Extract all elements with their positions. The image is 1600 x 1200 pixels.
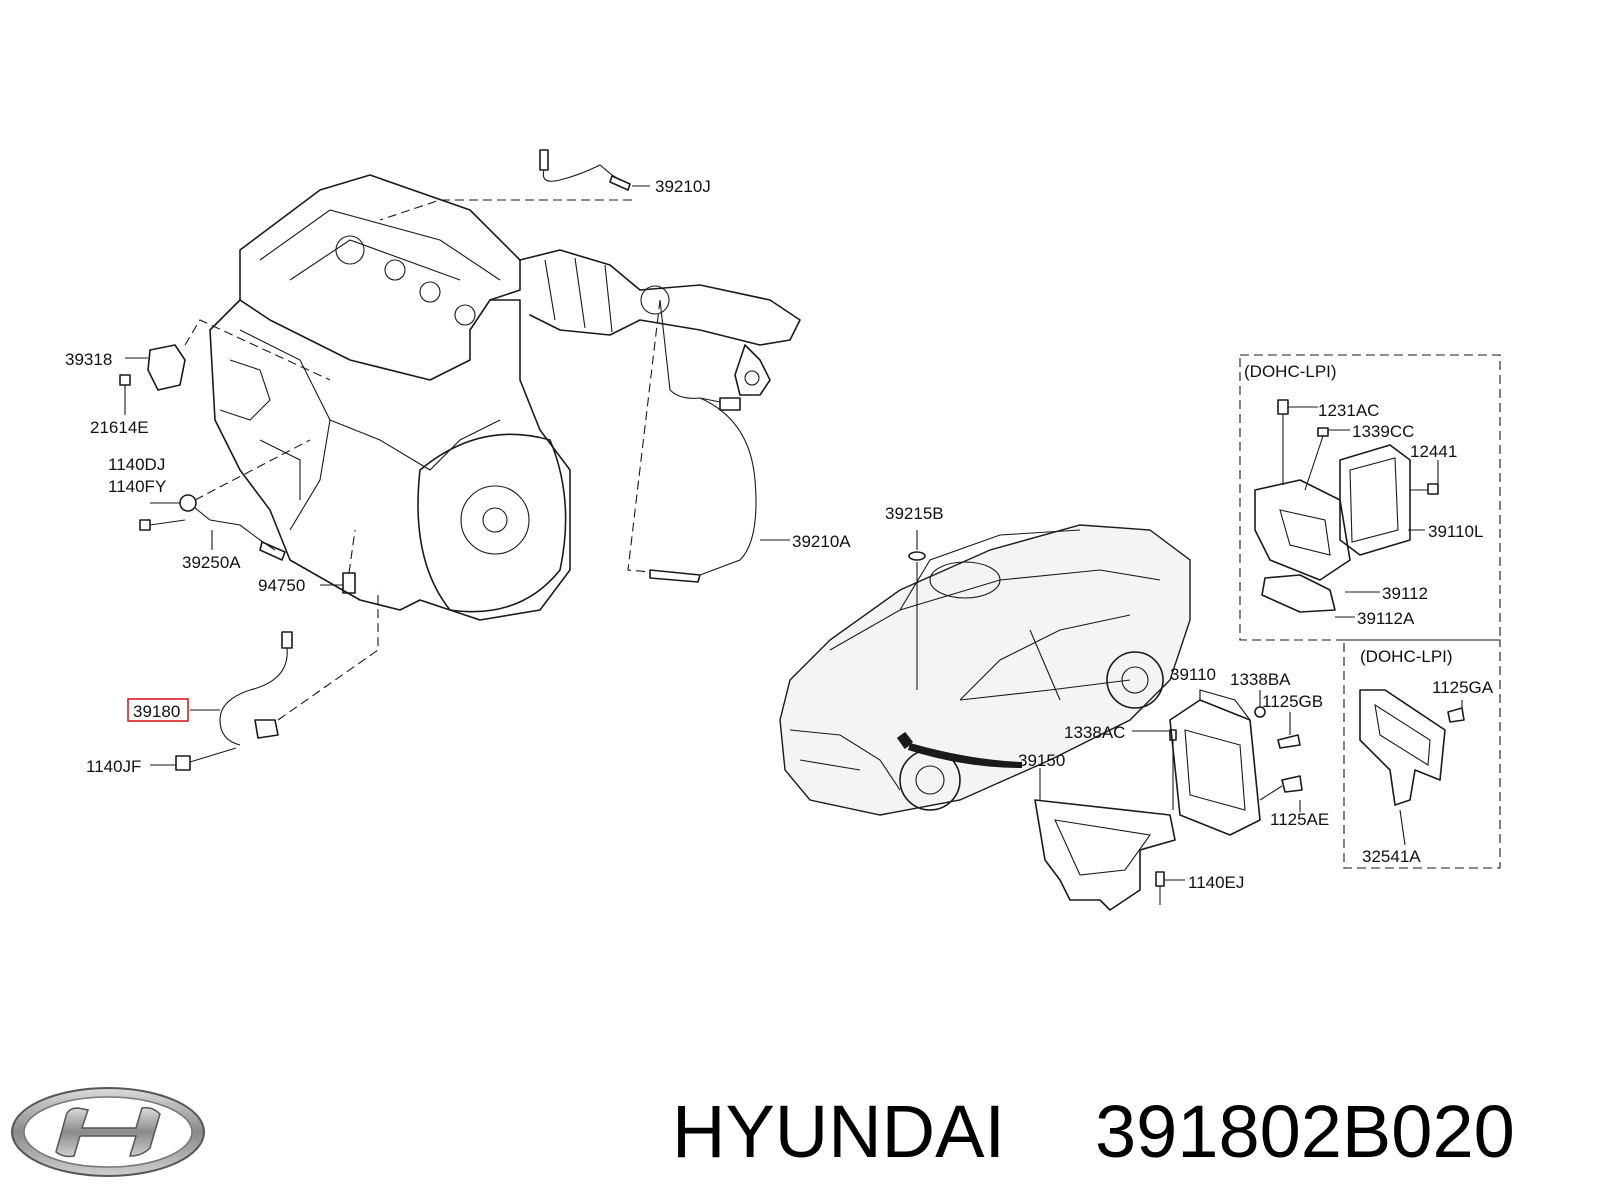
callout-1140EJ: 1140EJ — [1188, 873, 1244, 892]
callout-1339CC: 1339CC — [1352, 422, 1414, 441]
brand-name: HYUNDAI — [672, 1090, 1006, 1173]
callout-39210J: 39210J — [655, 177, 711, 196]
callout-39112: 39112 — [1382, 584, 1428, 603]
callout-94750: 94750 — [258, 576, 305, 595]
callout-39180: 39180 — [133, 702, 180, 721]
callout-39180-highlight-box — [127, 698, 189, 722]
callout-1231AC: 1231AC — [1318, 401, 1379, 420]
callout-1140DJ: 1140DJ — [108, 455, 165, 474]
callout-21614E: 21614E — [90, 418, 149, 437]
callout-1140JF: 1140JF — [86, 757, 141, 776]
callout-32541A: 32541A — [1362, 847, 1421, 866]
callout-39210A: 39210A — [792, 532, 851, 551]
dohc-lpi-label-upper: (DOHC-LPI) — [1244, 362, 1337, 381]
ecu-assembly — [1034, 689, 1303, 911]
callout-12441: 12441 — [1410, 442, 1457, 461]
hyundai-logo-icon — [11, 1087, 205, 1177]
dohc-lpi-label-lower: (DOHC-LPI) — [1360, 647, 1453, 666]
callout-39318: 39318 — [65, 350, 112, 369]
callout-39110: 39110 — [1170, 665, 1216, 684]
callout-1125AE: 1125AE — [1270, 810, 1329, 829]
engine-illustration — [209, 174, 801, 621]
callout-1140FY: 1140FY — [108, 477, 166, 496]
vehicle-illustration — [779, 524, 1191, 816]
callout-39215B: 39215B — [885, 504, 944, 523]
callout-39110L: 39110L — [1428, 522, 1483, 541]
callout-39112A: 39112A — [1357, 609, 1415, 628]
dohc-lpi-box-upper — [1239, 354, 1501, 641]
callout-labels: 39210J 39318 21614E 1140DJ 1140FY 39250A… — [65, 177, 1494, 892]
callout-1338AC: 1338AC — [1064, 723, 1125, 742]
callout-39250A: 39250A — [182, 553, 241, 572]
part-number: 391802B020 — [1095, 1090, 1515, 1173]
callout-39150: 39150 — [1018, 751, 1065, 770]
callout-1338BA: 1338BA — [1230, 670, 1291, 689]
engine-leader-lines — [119, 149, 790, 771]
callout-1125GB: 1125GB — [1262, 692, 1323, 711]
dohc-lpi-box-lower — [1343, 639, 1501, 869]
callout-1125GA: 1125GA — [1432, 678, 1494, 697]
